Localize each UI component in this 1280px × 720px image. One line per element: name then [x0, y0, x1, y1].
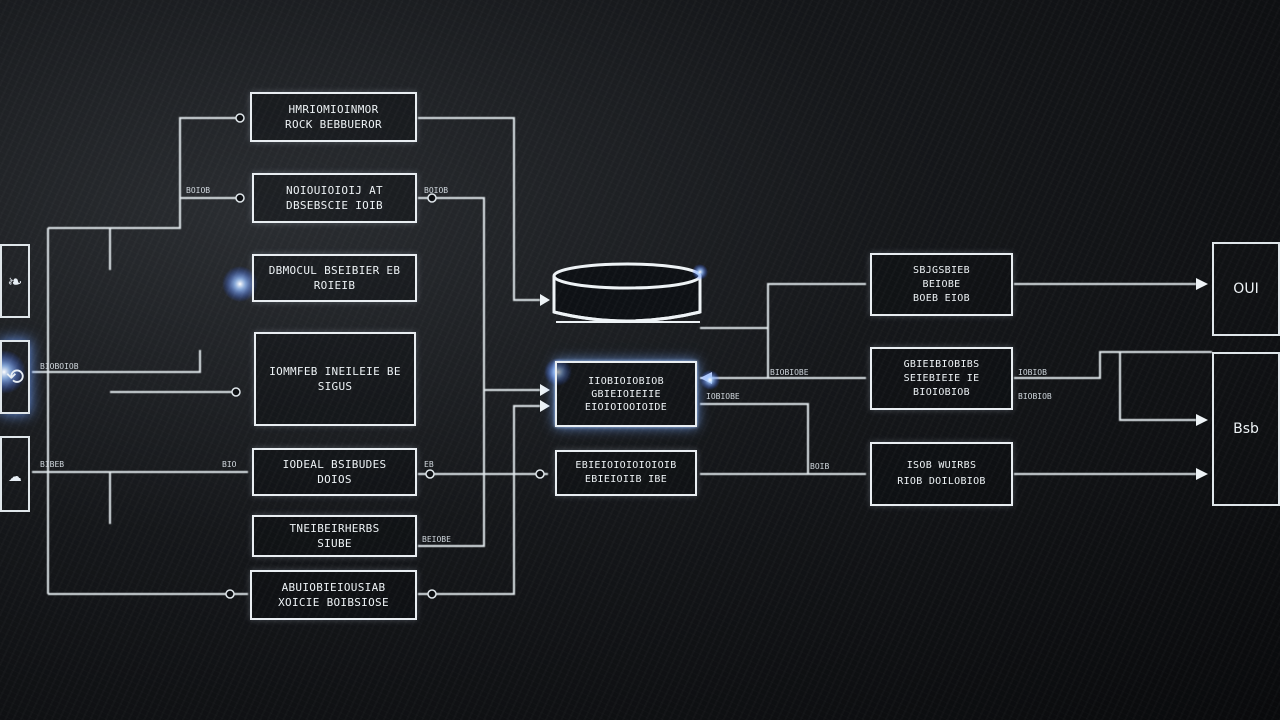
bird-icon: ❧ — [8, 268, 22, 294]
edge-label: IOBIOBE — [706, 392, 740, 401]
node-label: EIOIOIOOIOIDE — [584, 401, 668, 413]
output-label: OUI — [1233, 281, 1259, 297]
endpoint-dot — [235, 193, 245, 203]
edge-label: BIOBIOBE — [770, 368, 809, 377]
glow-flare — [700, 370, 720, 390]
node-label: BIOIOBIOB — [913, 386, 970, 398]
edge-label: BEIOBE — [422, 535, 451, 544]
edge-label: EB — [424, 460, 434, 469]
glow-flare — [692, 264, 708, 280]
node-label: SIUBE — [317, 537, 352, 550]
source-node-2: NOIOUIOIOIJ AT DBSEBSCIE IOIB — [252, 173, 417, 223]
node-label: DBSEBSCIE IOIB — [286, 199, 383, 212]
hub-node-1: IIOBIOIOBIOB GBIEIOIEIIE EIOIOIOOIOIDE — [555, 361, 697, 427]
source-node-6: TNEIBEIRHERBS SIUBE — [252, 515, 417, 557]
source-node-1: HMRIOMIOINMOR ROCK BEBBUEROR — [250, 92, 417, 142]
wire-node1-hub — [418, 117, 540, 301]
endpoint-dot — [427, 193, 437, 203]
processor-node-2: GBIEIBIOBIBS SEIEBIEIE IE BIOIOBIOB — [870, 347, 1013, 410]
wire-node2-hub — [418, 197, 485, 420]
node-label: ROIEIB — [313, 279, 356, 292]
wire-db-proc1 — [700, 283, 866, 329]
endpoint-dot — [235, 113, 245, 123]
node-label: EBIEIOIOIOIOIOIB — [575, 460, 677, 471]
cloud-icon-box: ☁ — [0, 436, 30, 512]
source-node-3: DBMOCUL BSEIBIER EB ROIEIB — [252, 254, 417, 302]
node-label: ISOB WUIRBS — [906, 460, 977, 471]
output-box-2: Bsb — [1212, 352, 1280, 506]
source-node-7: ABUIOBIEIOUSIAB XOICIE BOIBSIOSE — [250, 570, 417, 620]
edge-label: BIO — [222, 460, 237, 469]
endpoint-dot — [425, 469, 435, 479]
endpoint-dot — [535, 469, 545, 479]
edge-label: BOIOB — [424, 186, 449, 195]
wire-hub-proc3 — [700, 403, 866, 475]
wire-proc2-out2 — [1014, 351, 1212, 379]
endpoint-dot — [231, 387, 241, 397]
hub-node-2: EBIEIOIOIOIOIOIB EBIEIOIIB IBE — [555, 450, 697, 496]
edge-label: IOBIOB — [1018, 368, 1047, 377]
source-node-5: IODEAL BSIBUDES DOIOS — [252, 448, 417, 496]
node-label: ABUIOBIEIOUSIAB — [281, 581, 386, 594]
edge-label: BOIOB — [186, 186, 211, 195]
node-label: GBIEIBIOBIBS — [903, 358, 980, 370]
output-box-1: OUI — [1212, 242, 1280, 336]
bird-icon-box: ❧ — [0, 244, 30, 318]
edge-label: BOIB — [810, 462, 830, 471]
endpoint-dot — [427, 589, 437, 599]
processor-node-3: ISOB WUIRBS RIOB DOILOBIOB — [870, 442, 1013, 506]
arrow-head — [1196, 468, 1208, 480]
node-label: ROCK BEBBUEROR — [285, 118, 382, 131]
node-label: NOIOUIOIOIJ AT — [286, 184, 383, 197]
arrow-head — [540, 384, 550, 396]
wire-proc2-out2b — [1119, 352, 1196, 421]
wire-node7-hub — [418, 405, 540, 595]
node-label: IIOBIOIOBIOB — [588, 375, 664, 387]
swirl-icon-box: ⟲ — [0, 340, 30, 414]
arrow-head — [1196, 278, 1208, 290]
node-label: IOMMFEB INEILEIE BE — [269, 365, 401, 378]
node-label: RIOB DOILOBIOB — [897, 476, 986, 487]
swirl-icon: ⟲ — [5, 364, 25, 390]
node-label: DOIOS — [317, 473, 352, 486]
node-label: EBIEIOIIB IBE — [584, 474, 668, 485]
cloud-icon: ☁ — [8, 461, 22, 487]
arrow-head — [540, 294, 550, 306]
node-label: IODEAL BSIBUDES — [282, 458, 387, 471]
wire-node6-hub — [418, 389, 540, 547]
output-label: Bsb — [1233, 421, 1259, 437]
glow-flare — [544, 358, 572, 386]
endpoint-dot — [225, 589, 235, 599]
processor-node-1: SBJGSBIEB BEIOBE BOEB EIOB — [870, 253, 1013, 316]
arrow-head — [540, 400, 550, 412]
wire-icon2-node4 — [32, 350, 201, 373]
node-label: BOEB EIOB — [913, 292, 970, 304]
node-label: SBJGSBIEB — [913, 264, 970, 276]
edge-label: BIOBIOB — [1018, 392, 1052, 401]
node-label: XOICIE BOIBSIOSE — [278, 596, 389, 609]
node-label: HMRIOMIOINMOR — [288, 103, 379, 116]
node-label: SEIEBIEIE IE — [903, 372, 980, 384]
node-label: DBMOCUL BSEIBIER EB — [268, 264, 401, 277]
edge-label: BIBEB — [40, 460, 65, 469]
source-node-4: IOMMFEB INEILEIE BE SIGUS — [254, 332, 416, 426]
node-label: SIGUS — [317, 380, 353, 393]
arrow-head — [1196, 414, 1208, 426]
database-icon — [552, 262, 702, 323]
node-label: TNEIBEIRHERBS — [289, 522, 380, 535]
wire-trunk-top — [48, 117, 240, 229]
node-label: GBIEIOIEIIE — [591, 388, 661, 400]
glow-flare — [0, 350, 26, 394]
edge-label: BIOBOIOB — [40, 362, 79, 371]
node-label: BEIOBE — [922, 278, 961, 290]
glow-flare — [222, 266, 258, 302]
